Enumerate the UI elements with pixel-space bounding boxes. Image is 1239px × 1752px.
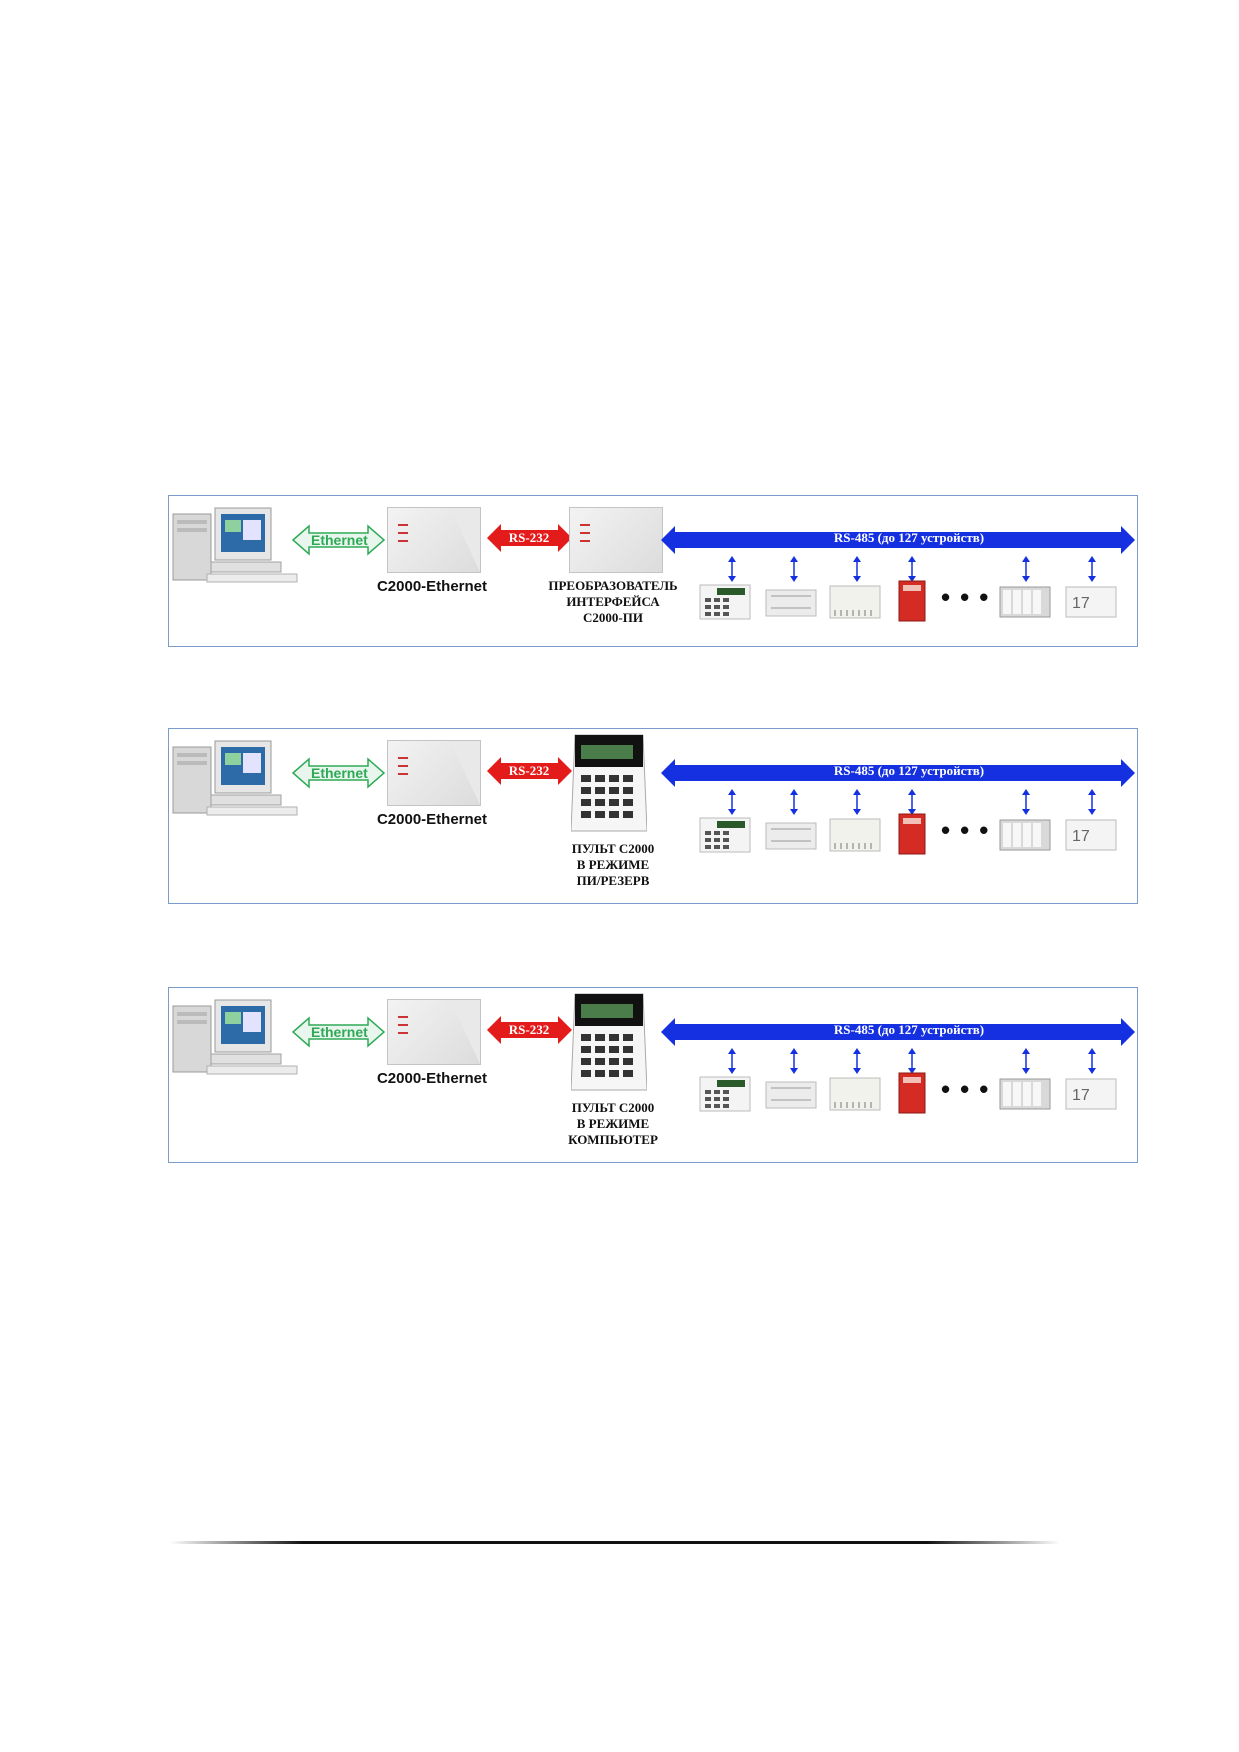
ethernet-label: Ethernet [311, 1024, 368, 1040]
bus-drop-arrow [908, 1048, 916, 1074]
fire-panel-device-icon [898, 813, 926, 855]
rs485-label: RS-485 (до 127 устройств) [833, 530, 985, 545]
keypad-device-icon [699, 817, 751, 853]
bus-drop-arrow [728, 789, 736, 815]
ellipsis-more-devices: ••• [941, 815, 999, 845]
ellipsis-more-devices: ••• [941, 1074, 999, 1104]
ethernet-arrow [291, 757, 386, 789]
bus-drop-arrow [1088, 789, 1096, 815]
indicator-panel-device-icon [999, 586, 1051, 618]
ethernet-label: Ethernet [311, 765, 368, 781]
svg-text:17: 17 [1072, 1087, 1090, 1104]
center-device-caption: ПУЛЬТ С2000 В РЕЖИМЕ ПИ/РЕЗЕРВ [571, 841, 655, 888]
bus-drop-arrow [1022, 789, 1030, 815]
keypad-device-icon [699, 1076, 751, 1112]
c2000-pi-device [569, 507, 663, 573]
controller-device-icon [765, 589, 817, 617]
rs232-label: RS-232 [508, 1022, 550, 1037]
diagram-panel-1: Ethernet C2000-Ethernet RS-232 ПРЕОБРАЗО… [168, 495, 1138, 647]
center-device-caption: ПРЕОБРАЗОВАТЕЛЬ ИНТЕРФЕЙСА С2000-ПИ [548, 578, 678, 625]
rs485-bus-arrow [661, 526, 1135, 554]
fire-panel-device-icon [898, 1072, 926, 1114]
ethernet-arrow [291, 524, 386, 556]
c2000-ethernet-label: C2000-Ethernet [376, 578, 488, 595]
computer-icon [172, 740, 298, 816]
svg-text:17: 17 [1072, 595, 1090, 612]
c2000-ethernet-device [387, 507, 481, 573]
bus-drop-arrow [908, 556, 916, 582]
bus-drop-arrow [790, 1048, 798, 1074]
module-device-icon [829, 818, 881, 852]
diagram-panel-3: Ethernet C2000-Ethernet RS-232 ПУЛЬТ С20… [168, 987, 1138, 1163]
rs232-arrow [487, 524, 572, 552]
bus-drop-arrow [1022, 556, 1030, 582]
computer-icon [172, 507, 298, 583]
computer-icon [172, 999, 298, 1075]
diagram-panel-2: Ethernet C2000-Ethernet RS-232 ПУЛЬТ С20… [168, 728, 1138, 904]
c2000-ethernet-label: C2000-Ethernet [376, 811, 488, 828]
ethernet-arrow [291, 1016, 386, 1048]
rs232-arrow [487, 1016, 572, 1044]
bus-drop-arrow [1088, 556, 1096, 582]
rs485-label: RS-485 (до 127 устройств) [833, 1022, 985, 1037]
c2000-ethernet-device [387, 999, 481, 1065]
module-device-icon [829, 1077, 881, 1111]
bus-drop-arrow [1088, 1048, 1096, 1074]
rs232-label: RS-232 [508, 763, 550, 778]
bus-drop-arrow [790, 789, 798, 815]
keypad-device-icon [699, 584, 751, 620]
rs232-arrow [487, 757, 572, 785]
fire-panel-device-icon [898, 580, 926, 622]
ellipsis-more-devices: ••• [941, 582, 999, 612]
rs485-label: RS-485 (до 127 устройств) [833, 763, 985, 778]
c2000-ethernet-label: C2000-Ethernet [376, 1070, 488, 1087]
bus-drop-arrow [1022, 1048, 1030, 1074]
center-device-caption: ПУЛЬТ С2000 В РЕЖИМЕ КОМПЬЮТЕР [568, 1100, 658, 1147]
bus-drop-arrow [790, 556, 798, 582]
rs485-bus-arrow [661, 1018, 1135, 1046]
bus-drop-arrow [853, 1048, 861, 1074]
rs485-bus-arrow [661, 759, 1135, 787]
footer-divider [170, 1541, 1060, 1544]
device-17-icon: 17 [1065, 586, 1117, 618]
bus-drop-arrow [908, 789, 916, 815]
ethernet-label: Ethernet [311, 532, 368, 548]
bus-drop-arrow [853, 556, 861, 582]
module-device-icon [829, 585, 881, 619]
c2000-console-keypad-icon [571, 734, 647, 832]
controller-device-icon [765, 1081, 817, 1109]
bus-drop-arrow [728, 1048, 736, 1074]
c2000-ethernet-device [387, 740, 481, 806]
svg-text:17: 17 [1072, 828, 1090, 845]
controller-device-icon [765, 822, 817, 850]
bus-drop-arrow [728, 556, 736, 582]
device-17-icon: 17 [1065, 1078, 1117, 1110]
device-17-icon: 17 [1065, 819, 1117, 851]
indicator-panel-device-icon [999, 1078, 1051, 1110]
c2000-console-keypad-icon [571, 993, 647, 1091]
indicator-panel-device-icon [999, 819, 1051, 851]
bus-drop-arrow [853, 789, 861, 815]
rs232-label: RS-232 [508, 530, 550, 545]
